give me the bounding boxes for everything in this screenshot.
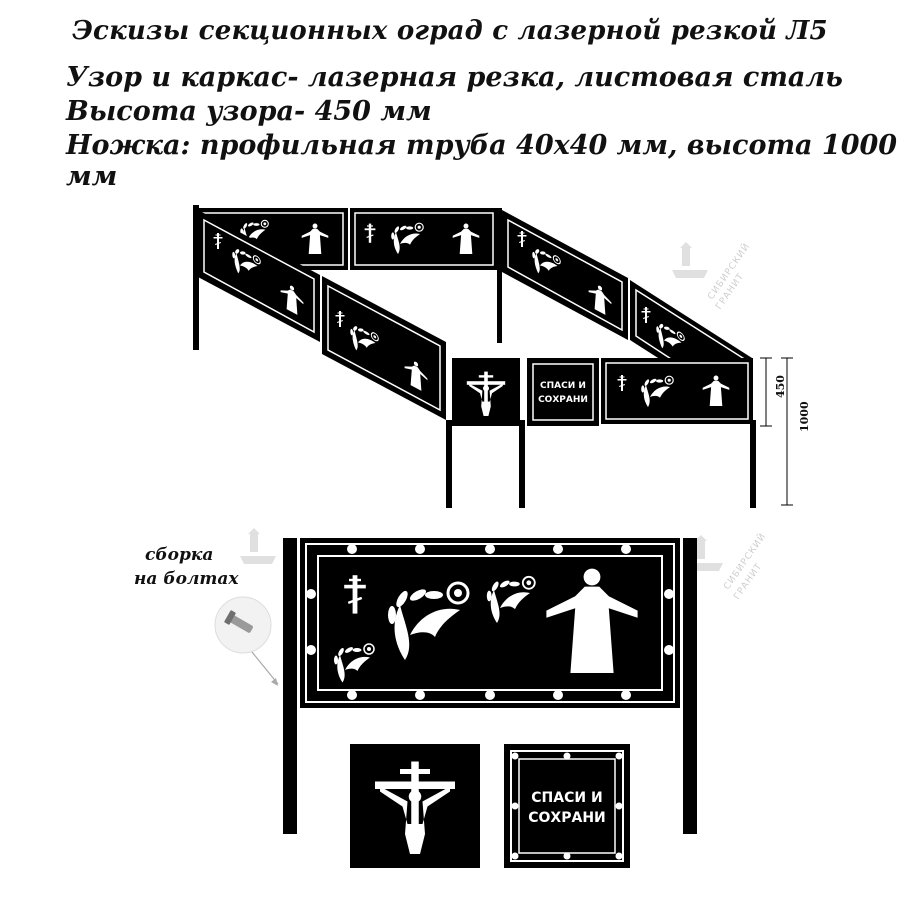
fence-panel — [350, 208, 498, 270]
spec-pattern-height: Высота узора- 450 мм — [66, 96, 432, 127]
inscription-line2: СОХРАНИ — [528, 810, 606, 826]
plate-text-line2: СОХРАНИ — [538, 395, 588, 405]
assembly-note: сборка на болтах — [134, 545, 279, 686]
spec-material: Узор и каркас- лазерная резка, листовая … — [66, 62, 843, 93]
fence-perspective: СПАСИ И СОХРАНИ 450 1000 — [193, 205, 811, 508]
page-title: Эскизы секционных оград с лазерной резко… — [72, 16, 828, 46]
dimension-1000: 1000 — [798, 401, 811, 432]
plate-text-line1: СПАСИ И — [540, 381, 586, 391]
fence-leg — [193, 205, 199, 350]
inscription-plate-large: СПАСИ И СОХРАНИ — [504, 744, 630, 868]
fence-leg — [519, 420, 525, 508]
fence-leg — [446, 420, 452, 508]
dimension-450: 450 — [774, 375, 787, 398]
fence-leg — [750, 420, 756, 508]
crucifix-plate-large — [350, 744, 480, 868]
large-panel — [300, 538, 680, 708]
spec-leg: Ножка: профильная труба 40х40 мм, высота… — [66, 130, 898, 192]
fence-leg — [683, 538, 697, 834]
fence-panel — [601, 358, 753, 424]
assembly-note-line1: сборка — [145, 545, 213, 565]
fence-panel — [322, 276, 446, 420]
fence-leg — [497, 208, 502, 343]
fence-leg — [283, 538, 297, 834]
assembly-note-line2: на болтах — [134, 569, 239, 589]
inscription-plate — [527, 358, 599, 426]
fence-section-large — [283, 538, 697, 834]
inscription-line1: СПАСИ И — [531, 790, 602, 806]
